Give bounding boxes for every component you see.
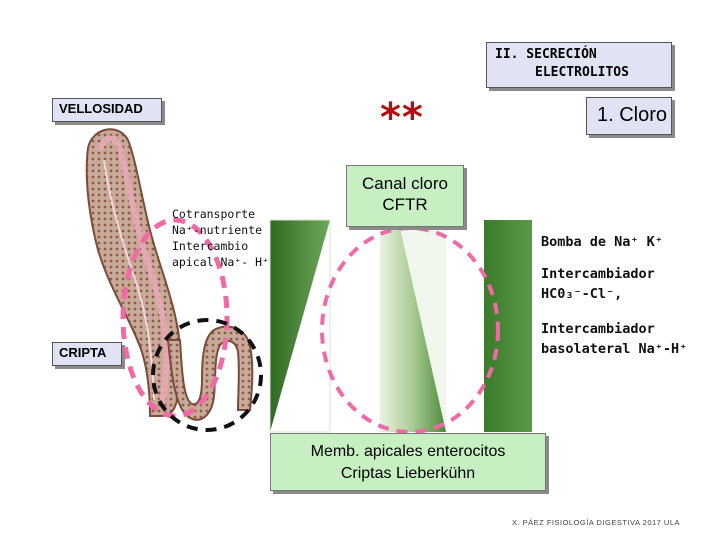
intercambiador-basolateral-label: Intercambiador basolateral Na⁺-H⁺ <box>541 319 687 359</box>
cotransporte-text: Cotransporte Na⁺-nutriente Intercambio a… <box>172 206 269 270</box>
vellosidad-label: VELLOSIDAD <box>52 98 162 122</box>
cotrans-line-3: Intercambio <box>172 239 249 253</box>
cftr-box: Canal cloro CFTR <box>346 165 464 227</box>
membranas-box: Memb. apicales enterocitos Criptas Liebe… <box>270 433 546 491</box>
section-title: II. SECRECIÓN ELECTROLITOS <box>486 42 672 88</box>
intercambiador-hco3-line-2: HC0₃⁻-Cl⁻, <box>541 286 623 302</box>
emphasis-stars: ** <box>380 95 424 141</box>
cftr-highlight-ellipse <box>320 226 500 434</box>
footer-credit: X. PÁEZ FISIOLOGÍA DIGESTIVA 2017 ULA <box>512 518 681 527</box>
cloro-label: 1. Cloro <box>586 97 672 135</box>
cotrans-line-4: apical Na⁺- H⁺ <box>172 255 269 269</box>
title-line-1: II. SECRECIÓN <box>495 47 597 62</box>
apical-bar-left <box>270 220 330 432</box>
memb-line-1: Memb. apicales enterocitos <box>310 443 506 460</box>
intercambiador-hco3-line-1: Intercambiador <box>541 266 655 282</box>
crypt-illustration <box>166 325 254 421</box>
intercambiador-baso-line-2: basolateral Na⁺-H⁺ <box>541 341 688 357</box>
bomba-na-k-label: Bomba de Na⁺ K⁺ <box>541 234 663 250</box>
basolateral-bar <box>484 220 532 432</box>
cotrans-line-1: Cotransporte <box>172 207 256 221</box>
cftr-line-1: Canal cloro <box>362 174 448 193</box>
title-line-2: ELECTROLITOS <box>535 65 629 80</box>
intercambiador-hco3-label: Intercambiador HC0₃⁻-Cl⁻, <box>541 264 655 304</box>
cotrans-line-2: Na⁺-nutriente <box>172 223 263 237</box>
cripta-label: CRIPTA <box>52 342 122 366</box>
cftr-bar <box>380 228 446 432</box>
cftr-line-2: CFTR <box>382 195 428 214</box>
crypt-highlight-ellipse <box>151 318 263 432</box>
memb-line-2: Criptas Lieberkühn <box>340 465 476 482</box>
villus-highlight-ellipse <box>120 217 230 419</box>
intercambiador-baso-line-1: Intercambiador <box>541 321 655 337</box>
